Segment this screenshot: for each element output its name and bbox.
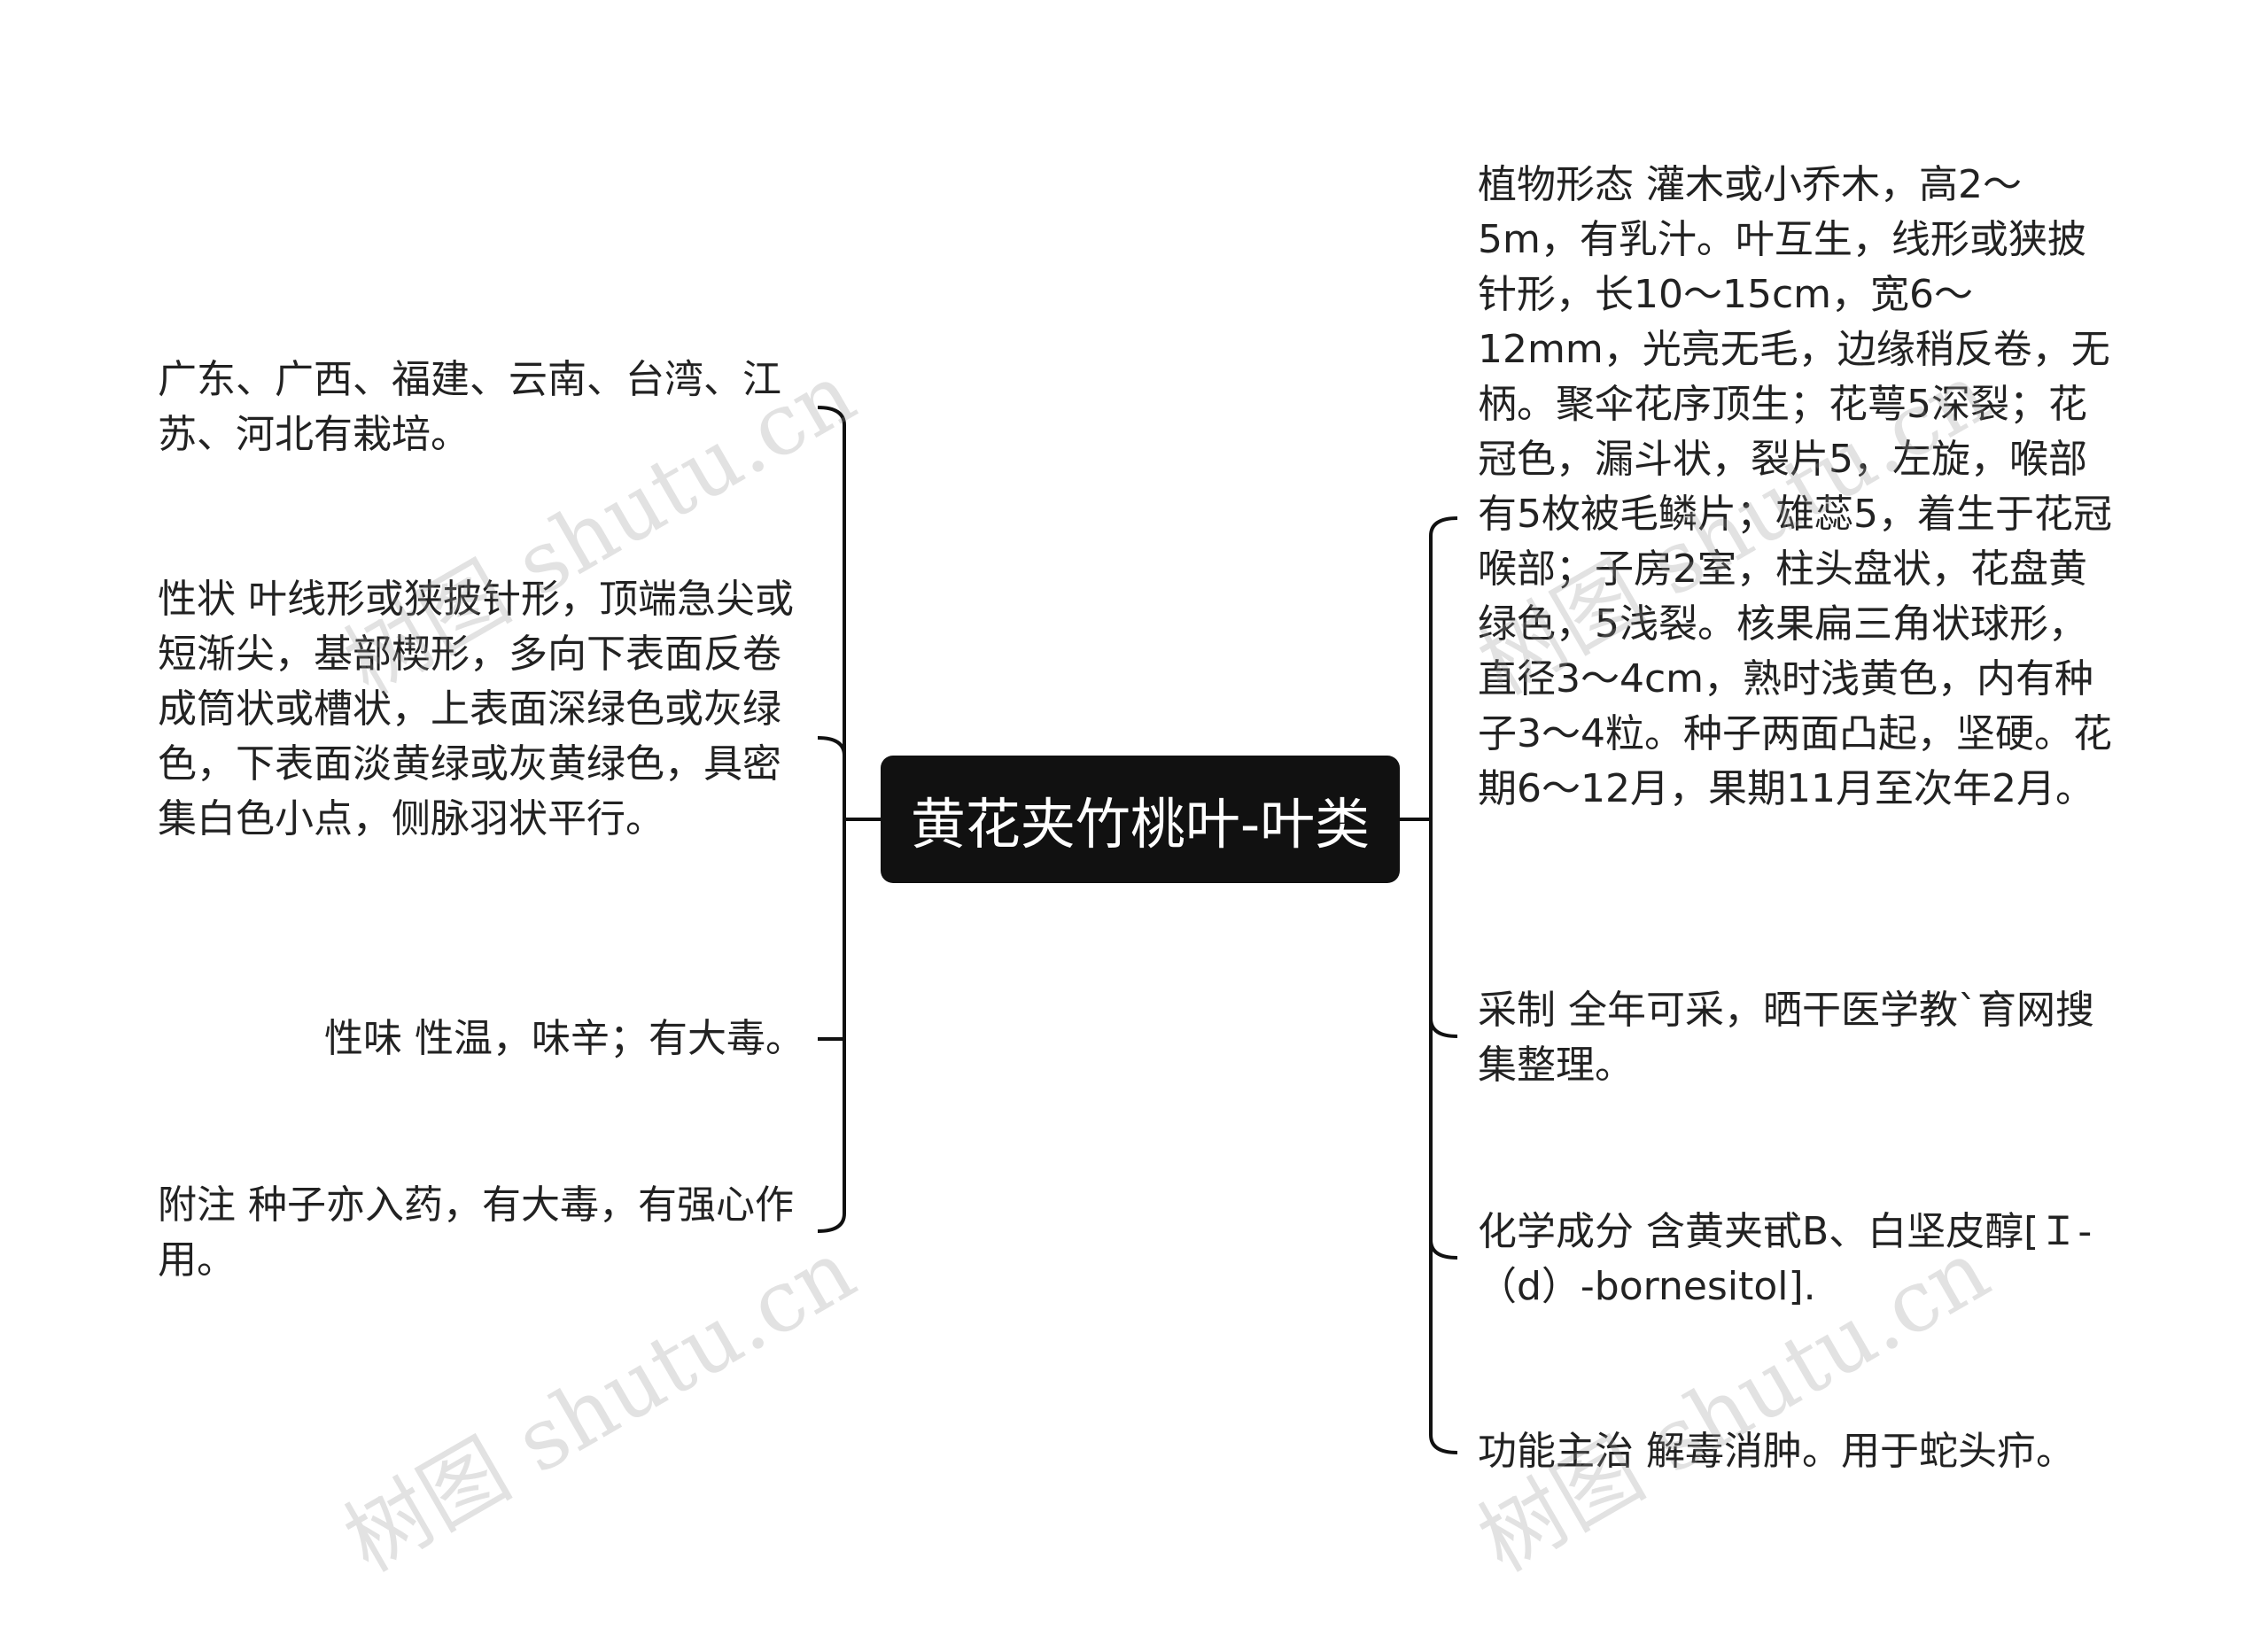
right-node-chemistry[interactable]: 化学成分 含黄夹甙B、白坚皮醇[Ｉ-（d）-bornesitol]. bbox=[1478, 1205, 2116, 1314]
node-text: 广东、广西、福建、云南、台湾、江苏、河北有栽培。 bbox=[158, 357, 781, 457]
left-node-characteristics[interactable]: 性状 叶线形或狭披针形，顶端急尖或短渐尖，基部楔形，多向下表面反卷成筒状或槽状，… bbox=[158, 572, 804, 847]
node-text: 化学成分 含黄夹甙B、白坚皮醇[Ｉ-（d）-bornesitol]. bbox=[1478, 1209, 2093, 1309]
right-node-function[interactable]: 功能主治 解毒消肿。用于蛇头疖。 bbox=[1478, 1424, 2116, 1479]
right-tick-2 bbox=[1429, 1018, 1458, 1038]
node-text: 植物形态 灌木或小乔木，高2～5m，有乳汁。叶互生，线形或狭披针形，长10～15… bbox=[1478, 162, 2112, 811]
left-bracket bbox=[817, 406, 846, 1233]
root-node[interactable]: 黄花夹竹桃叶-叶类 bbox=[881, 756, 1400, 883]
node-text: 性味 性温，味辛；有大毒。 bbox=[324, 1016, 804, 1061]
node-text: 采制 全年可采，晒干医学教`育网搜集整理。 bbox=[1478, 988, 2094, 1088]
root-title: 黄花夹竹桃叶-叶类 bbox=[910, 792, 1371, 857]
right-node-harvest[interactable]: 采制 全年可采，晒干医学教`育网搜集整理。 bbox=[1478, 983, 2116, 1093]
node-text: 性状 叶线形或狭披针形，顶端急尖或短渐尖，基部楔形，多向下表面反卷成筒状或槽状，… bbox=[158, 577, 794, 841]
left-tick-2 bbox=[817, 736, 846, 756]
left-node-note[interactable]: 附注 种子亦入药，有大毒，有强心作用。 bbox=[158, 1178, 804, 1288]
right-node-morphology[interactable]: 植物形态 灌木或小乔木，高2～5m，有乳汁。叶互生，线形或狭披针形，长10～15… bbox=[1478, 158, 2116, 817]
left-node-taste[interactable]: 性味 性温，味辛；有大毒。 bbox=[158, 1012, 804, 1066]
node-text: 功能主治 解毒消肿。用于蛇头疖。 bbox=[1478, 1429, 2075, 1474]
right-tick-3 bbox=[1429, 1239, 1458, 1260]
left-node-distribution[interactable]: 广东、广西、福建、云南、台湾、江苏、河北有栽培。 bbox=[158, 353, 804, 462]
right-bracket bbox=[1429, 516, 1458, 1454]
node-text: 附注 种子亦入药，有大毒，有强心作用。 bbox=[158, 1182, 794, 1283]
